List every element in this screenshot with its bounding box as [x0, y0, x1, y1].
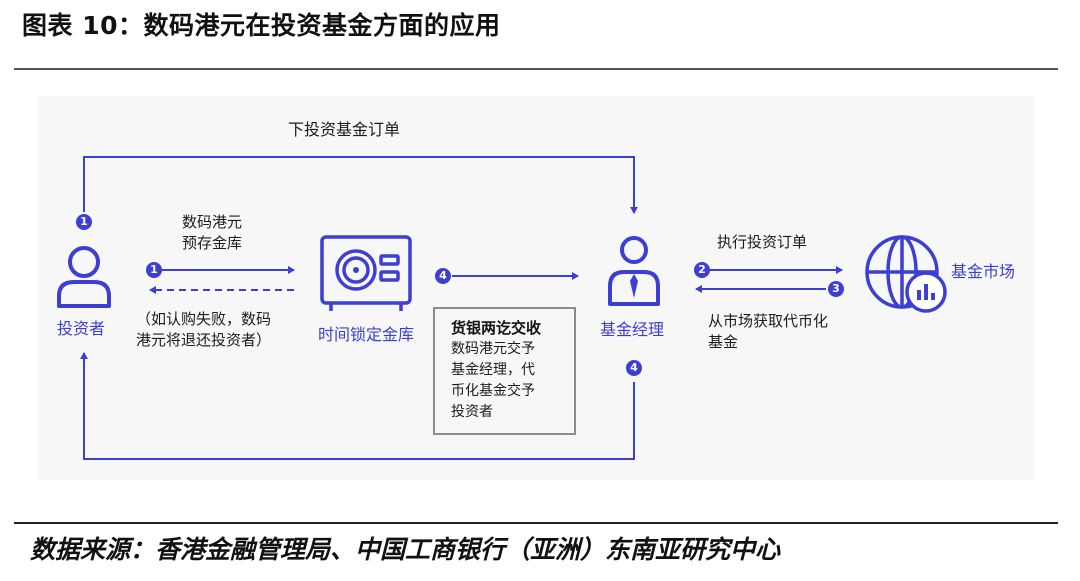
return-flow-line [80, 352, 635, 460]
vault-icon [320, 235, 412, 311]
prestore-label-line2: 预存金库 [182, 234, 243, 252]
dvp-description: 数码港元交予 基金经理，代 币化基金交予 投资者 [451, 339, 535, 423]
fund-chart-icon [905, 271, 947, 313]
dvp-line: 币化基金交予 [451, 383, 535, 399]
obtain-fund-label-line2: 基金 [708, 333, 739, 351]
step-4-badge: 4 [626, 360, 642, 376]
refund-label-line2: 港元将退还投资者） [136, 331, 272, 349]
fund-manager-label: 基金经理 [600, 320, 665, 339]
dvp-settlement-box: 货银两讫交收 数码港元交予 基金经理，代 币化基金交予 投资者 [433, 307, 576, 435]
order-label: 下投资基金订单 [288, 120, 401, 139]
obtain-fund-label-line1: 从市场获取代币化 [708, 312, 829, 330]
fund-market-label: 基金市场 [951, 262, 1016, 281]
bottom-divider [14, 522, 1058, 524]
vault-label: 时间锁定金库 [318, 325, 415, 344]
prestore-label-line1: 数码港元 [182, 213, 243, 231]
page-title: 图表 10：数码港元在投资基金方面的应用 [22, 11, 501, 40]
investor-label: 投资者 [57, 319, 106, 338]
dvp-title: 货银两讫交收 [451, 319, 542, 337]
step-3-badge: 3 [828, 281, 844, 297]
investor-icon [57, 246, 111, 308]
top-divider [14, 68, 1058, 70]
fund-manager-icon [608, 236, 660, 306]
execute-order-label: 执行投资订单 [717, 233, 808, 251]
step-1-badge: 1 [76, 214, 92, 230]
refund-label-line1: （如认购失败，数码 [136, 310, 272, 328]
source-note: 数据来源：香港金融管理局、中国工商银行（亚洲）东南亚研究中心 [30, 535, 781, 564]
step-4-badge: 4 [435, 268, 451, 284]
step-2-badge: 2 [694, 262, 710, 278]
step-1-badge: 1 [146, 262, 162, 278]
order-flow-line [83, 156, 638, 214]
dvp-line: 数码港元交予 [451, 341, 535, 357]
dvp-line: 基金经理，代 [451, 362, 535, 378]
dvp-line: 投资者 [451, 404, 493, 420]
